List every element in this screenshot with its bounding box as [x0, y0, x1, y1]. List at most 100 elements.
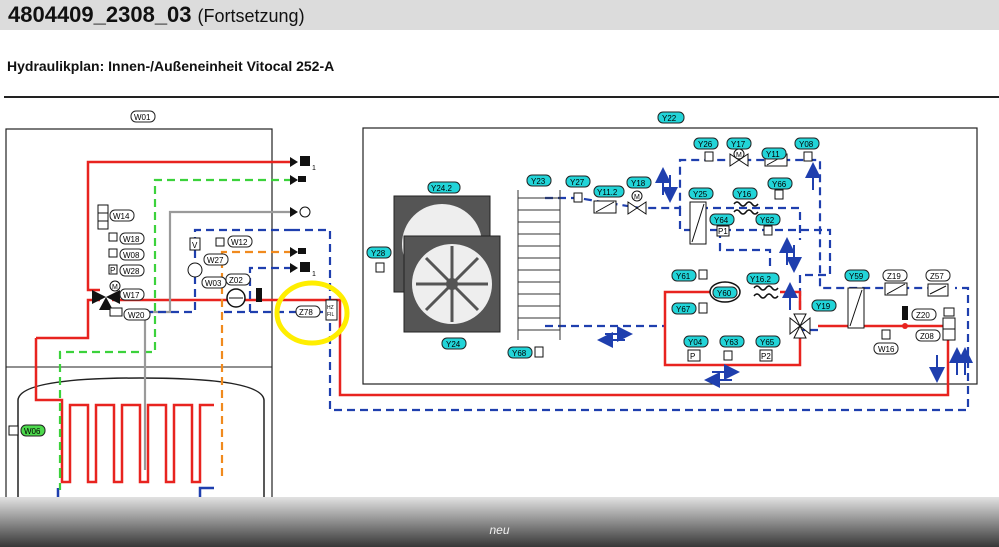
sensor-icon [698, 269, 708, 280]
svg-text:Y16: Y16 [737, 190, 752, 199]
tap-connection-icon [290, 175, 306, 185]
svg-text:Y08: Y08 [799, 140, 814, 149]
svg-text:Y11: Y11 [766, 150, 780, 159]
svg-text:Z08: Z08 [920, 332, 934, 341]
heating-supply-line [86, 160, 292, 292]
label-y16: Y16 [732, 187, 758, 200]
sensor-icon [881, 329, 891, 340]
safety-valve-icon [256, 288, 262, 302]
label-y62: Y62 [755, 213, 781, 226]
svg-text:Y24.2: Y24.2 [431, 184, 452, 193]
four-way-valve-icon [789, 313, 811, 339]
pressure-sensor-p [687, 349, 701, 362]
svg-text:Y11.2: Y11.2 [597, 188, 618, 197]
label-z19: Z19 [882, 269, 908, 282]
label-y18: Y18 [626, 176, 652, 189]
svg-text:Y64: Y64 [714, 216, 729, 225]
red-compressor-in [663, 290, 712, 326]
label-y63: Y63 [719, 335, 745, 348]
svg-text:Y28: Y28 [371, 249, 386, 258]
label-w08: W08 [119, 248, 145, 261]
document-id: 4804409_2308_03(Fortsetzung) [8, 2, 305, 27]
indoor-unit-frame [5, 128, 273, 497]
label-y19: Y19 [811, 299, 837, 312]
svg-text:W03: W03 [205, 279, 222, 288]
label-w28: W28 [119, 264, 145, 277]
label-y68: Y68 [507, 346, 533, 359]
svg-text:P: P [690, 352, 695, 361]
svg-text:Y61: Y61 [676, 272, 691, 281]
label-y25: Y25 [688, 187, 714, 200]
vent-icon [189, 237, 201, 251]
heater-coil-icon [733, 201, 759, 207]
svg-text:W12: W12 [231, 238, 248, 247]
sensor-icon [774, 189, 784, 200]
svg-text:P1: P1 [718, 227, 728, 236]
svg-text:W14: W14 [113, 212, 130, 221]
svg-text:Y62: Y62 [760, 216, 775, 225]
svg-text:W17: W17 [123, 291, 140, 300]
radiator-connection-icon: 1 [290, 156, 316, 172]
label-y23: Y23 [526, 174, 552, 187]
label-z08: Z08 [915, 329, 941, 342]
circulation-gray-line [143, 210, 292, 470]
svg-text:W20: W20 [128, 311, 145, 320]
svg-text:W16: W16 [878, 345, 895, 354]
continuation-note: (Fortsetzung) [197, 6, 305, 26]
svg-text:W28: W28 [123, 267, 140, 276]
label-w17: W17 [119, 288, 145, 301]
label-y08: Y08 [794, 137, 820, 150]
svg-text:FIL: FIL [327, 312, 334, 318]
diagram-title: Hydraulikplan: Innen-/Außeneinheit Vitoc… [7, 58, 335, 74]
svg-text:Y65: Y65 [760, 338, 775, 347]
label-y61: Y61 [671, 269, 697, 282]
tank-sensor-icon [8, 425, 19, 436]
svg-text:M: M [634, 194, 640, 201]
sensor-icon [573, 192, 583, 203]
label-w01: W01 [130, 110, 156, 123]
connection-dot [902, 323, 908, 329]
tank-coil-return [56, 486, 214, 497]
label-w27: W27 [203, 253, 229, 266]
title-rule [4, 96, 999, 98]
svg-text:P2: P2 [761, 352, 771, 361]
safety-valve-2-icon [902, 306, 908, 320]
label-w14: W14 [109, 209, 135, 222]
pressure-sensor-p2 [759, 349, 773, 362]
label-y11: Y11 [761, 147, 787, 160]
label-y04: Y04 [683, 335, 709, 348]
svg-text:Y27: Y27 [570, 178, 585, 187]
label-w12: W12 [227, 235, 253, 248]
crankcase-heater-icon [698, 302, 708, 314]
svg-text:Y22: Y22 [662, 114, 677, 123]
sensor-icon [803, 151, 813, 162]
svg-text:Y24: Y24 [446, 340, 461, 349]
svg-text:W01: W01 [134, 113, 151, 122]
pump-icon [187, 262, 203, 278]
footer-overlay: neu [0, 497, 999, 547]
sensor-icon [763, 225, 773, 236]
refrigerant-loop-lower [718, 230, 772, 270]
heating-filter-icon [325, 299, 338, 321]
pressure-sensor-p1 [716, 225, 730, 237]
svg-text:W18: W18 [123, 235, 140, 244]
svg-text:Z19: Z19 [887, 272, 901, 281]
label-y60: Y60 [712, 286, 738, 299]
svg-text:Y23: Y23 [531, 177, 546, 186]
svg-text:Z78: Z78 [299, 308, 313, 317]
svg-text:Y63: Y63 [724, 338, 739, 347]
svg-text:Y18: Y18 [631, 179, 646, 188]
label-y24: Y24 [441, 337, 467, 350]
hot-water-orange-line [220, 250, 292, 480]
svg-text:Z57: Z57 [930, 272, 944, 281]
flow-sensor-icon [109, 307, 123, 317]
label-y17: Y17 [726, 137, 752, 150]
label-y24-2: Y24.2 [427, 181, 461, 194]
label-w06: W06 [20, 424, 46, 437]
svg-text:Z02: Z02 [229, 276, 243, 285]
sensor-icon [375, 262, 385, 273]
label-y67: Y67 [671, 302, 697, 315]
label-y65: Y65 [755, 335, 781, 348]
svg-text:Y26: Y26 [698, 140, 713, 149]
refrigerant-loop-top [545, 158, 950, 290]
